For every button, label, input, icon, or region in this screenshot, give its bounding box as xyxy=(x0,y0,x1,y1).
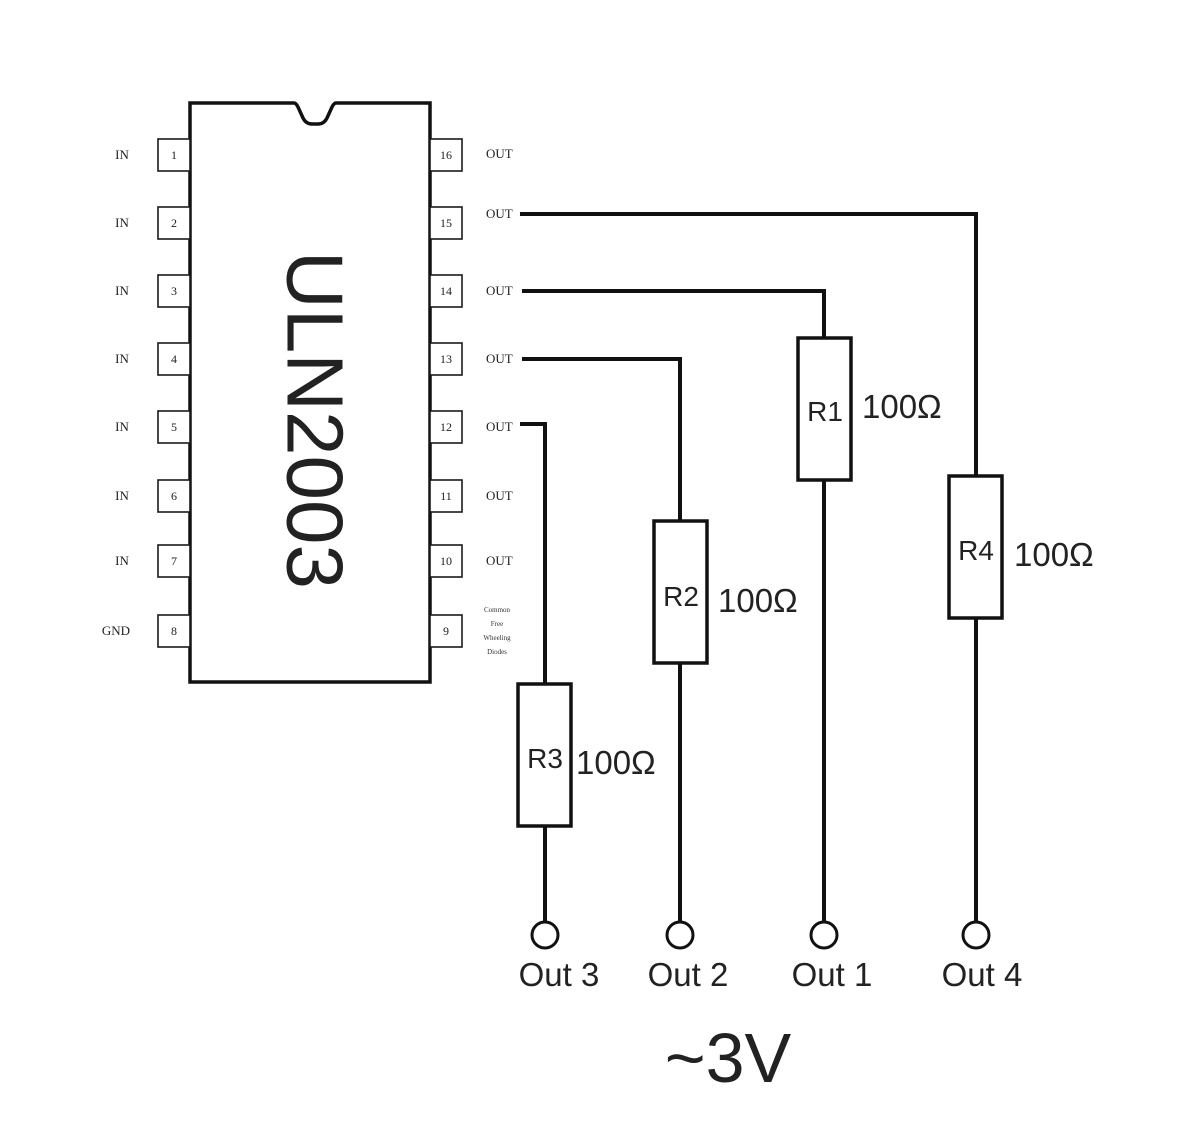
resistor-r1-value: 100Ω xyxy=(862,388,942,425)
pin-12-label: OUT xyxy=(486,419,513,434)
chip-body xyxy=(188,101,432,684)
pin-9-box xyxy=(429,614,463,648)
label-out2: Out 2 xyxy=(648,956,729,993)
pin-9-number: 9 xyxy=(443,624,449,638)
pin-1-number: 1 xyxy=(171,148,177,162)
pin-7-box xyxy=(157,544,191,578)
wire-pin14-r1 xyxy=(522,289,826,338)
resistor-r2 xyxy=(652,519,709,665)
pin-5-number: 5 xyxy=(171,420,177,434)
resistor-r4 xyxy=(947,474,1004,620)
resistors: R1 100Ω R2 100Ω R3 100Ω R4 100Ω xyxy=(516,336,1094,828)
wire-pin15-r4 xyxy=(520,212,978,476)
output-terminals: Out 3 Out 2 Out 1 Out 4 xyxy=(519,920,1023,993)
terminal-out1 xyxy=(809,920,839,950)
left-pins: 1 IN 2 IN 3 IN 4 IN 5 IN 6 IN 7 IN 8 GND xyxy=(102,138,191,648)
wire-pin12-r3 xyxy=(520,422,547,684)
pin-7-label: IN xyxy=(115,553,129,568)
pin-16-label: OUT xyxy=(486,146,513,161)
pin-9-note-line-4: Diodes xyxy=(487,648,507,656)
pin-1-label: IN xyxy=(115,147,129,162)
pin-10-number: 10 xyxy=(440,554,452,568)
pin-6-label: IN xyxy=(115,488,129,503)
pin-12-number: 12 xyxy=(440,420,452,434)
pin-14-box xyxy=(429,274,463,308)
pin-9-note-line-3: Wheeling xyxy=(483,634,511,642)
pin-15-box xyxy=(429,206,463,240)
pin-11-box xyxy=(429,479,463,513)
wire-pin13-r2 xyxy=(522,357,682,521)
pin-2-number: 2 xyxy=(171,216,177,230)
pin-9-note-line-1: Common xyxy=(484,606,511,614)
pin-9-note-line-2: Free xyxy=(491,620,503,628)
pin-3-box xyxy=(157,274,191,308)
pin-4-box xyxy=(157,342,191,376)
pin-6-box xyxy=(157,479,191,513)
pin-15-number: 15 xyxy=(440,216,452,230)
pin-5-label: IN xyxy=(115,419,129,434)
pin-3-number: 3 xyxy=(171,284,177,298)
label-out1: Out 1 xyxy=(792,956,873,993)
resistor-r1-name: R1 xyxy=(807,396,843,427)
terminal-out4 xyxy=(961,920,991,950)
pin-3-label: IN xyxy=(115,283,129,298)
pin-2-label: IN xyxy=(115,215,129,230)
label-out3: Out 3 xyxy=(519,956,600,993)
pin-4-number: 4 xyxy=(171,352,177,366)
voltage-label: ~3V xyxy=(665,1019,792,1097)
pin-10-label: OUT xyxy=(486,553,513,568)
pin-15-label: OUT xyxy=(486,206,513,221)
pin-5-box xyxy=(157,410,191,444)
pin-7-number: 7 xyxy=(171,554,177,568)
pin-11-label: OUT xyxy=(486,488,513,503)
resistor-r4-value: 100Ω xyxy=(1014,536,1094,573)
pin-10-box xyxy=(429,544,463,578)
resistor-r3-name: R3 xyxy=(527,743,563,774)
chip-name: ULN2003 xyxy=(271,251,360,589)
terminal-out3 xyxy=(530,920,560,950)
resistor-r2-name: R2 xyxy=(663,581,699,612)
pin-13-number: 13 xyxy=(440,352,452,366)
resistor-r4-name: R4 xyxy=(958,535,994,566)
pin-8-label: GND xyxy=(102,623,130,638)
pin-13-label: OUT xyxy=(486,351,513,366)
pin-8-number: 8 xyxy=(171,624,177,638)
terminal-out2 xyxy=(665,920,695,950)
resistor-r2-value: 100Ω xyxy=(718,582,798,619)
right-pins: 16 OUT 15 OUT 14 OUT 13 OUT 12 OUT 11 OU… xyxy=(429,138,513,656)
pin-4-label: IN xyxy=(115,351,129,366)
wires xyxy=(520,212,978,922)
resistor-r3-value: 100Ω xyxy=(576,744,656,781)
pin-8-box xyxy=(157,614,191,648)
pin-14-number: 14 xyxy=(440,284,452,298)
pin-2-box xyxy=(157,206,191,240)
pin-16-number: 16 xyxy=(440,148,452,162)
pin-16-box xyxy=(429,138,463,172)
pin-13-box xyxy=(429,342,463,376)
resistor-r3 xyxy=(516,682,573,828)
pin-11-number: 11 xyxy=(440,489,452,503)
pin-14-label: OUT xyxy=(486,283,513,298)
pin-12-box xyxy=(429,410,463,444)
resistor-r1 xyxy=(796,336,853,482)
pin-1-box xyxy=(157,138,191,172)
pin-6-number: 6 xyxy=(171,489,177,503)
label-out4: Out 4 xyxy=(942,956,1023,993)
